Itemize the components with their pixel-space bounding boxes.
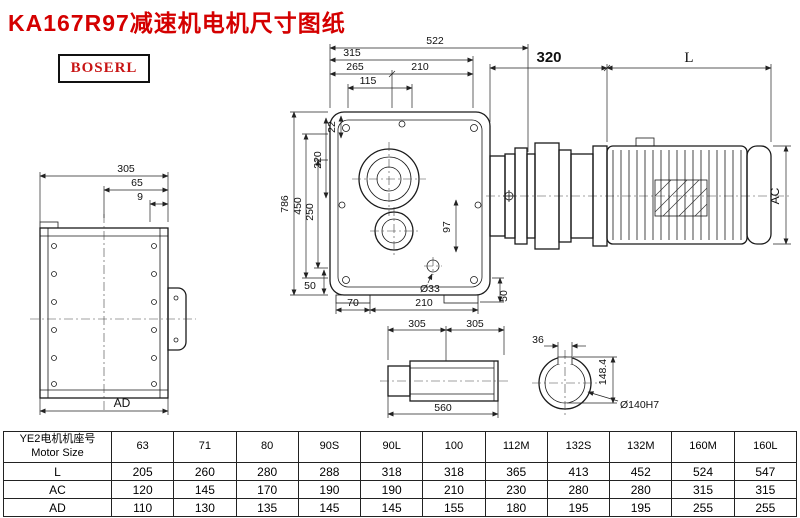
dim-320: 320 <box>536 49 561 66</box>
dim-cell: 255 <box>671 498 735 517</box>
dim-97: 97 <box>441 221 453 233</box>
dim-cell: 365 <box>484 462 548 481</box>
dim-cell: 413 <box>546 462 611 481</box>
row-label-AD: AD <box>3 498 112 517</box>
dim-65: 65 <box>131 177 143 189</box>
gearbox-front-view: 522 315 265 210 115 786 450 250 220 22 9… <box>279 35 529 314</box>
dim-cell: 195 <box>546 498 611 517</box>
dim-305-a: 305 <box>408 318 426 330</box>
size-col-header: 160M <box>671 431 735 463</box>
dim-cell: 318 <box>422 462 486 481</box>
dim-cell: 288 <box>297 462 362 481</box>
dim-305-side: 305 <box>117 163 135 175</box>
dim-22: 22 <box>326 121 338 133</box>
dim-786: 786 <box>279 195 291 213</box>
dim-cell: 170 <box>235 480 299 499</box>
dim-cell: 155 <box>422 498 486 517</box>
dim-cell: 524 <box>671 462 735 481</box>
dim-220: 220 <box>312 151 324 169</box>
dim-210-bottom: 210 <box>415 297 433 309</box>
dim-cell: 195 <box>609 498 673 517</box>
motor-size-header: YE2电机机座号 Motor Size <box>3 431 112 463</box>
size-col-header: 63 <box>110 431 175 463</box>
dim-cell: 135 <box>235 498 299 517</box>
dim-50-left: 50 <box>304 280 316 292</box>
dim-cell: 280 <box>609 480 673 499</box>
row-label-L: L <box>3 462 112 481</box>
dim-522: 522 <box>426 35 444 47</box>
dim-560: 560 <box>434 402 452 414</box>
technical-drawing: 522 315 265 210 115 786 450 250 220 22 9… <box>30 35 792 418</box>
dim-450: 450 <box>292 197 304 215</box>
dim-cell: 190 <box>297 480 362 499</box>
dim-cell: 315 <box>671 480 735 499</box>
table-header-row: YE2电机机座号 Motor Size 63 71 80 90S 90L 100… <box>3 431 798 463</box>
table-row-AC: AC 120 145 170 190 190 210 230 280 280 3… <box>3 480 798 499</box>
dim-cell: 210 <box>422 480 486 499</box>
dim-cell: 230 <box>484 480 548 499</box>
dim-cell: 130 <box>173 498 237 517</box>
dim-cell: 120 <box>110 480 175 499</box>
shaft-sleeve-view: 305 305 560 <box>380 318 508 418</box>
table-row-L: L 205 260 280 288 318 318 365 413 452 52… <box>3 462 798 481</box>
dim-cell: 145 <box>297 498 362 517</box>
dim-cell: 255 <box>733 498 798 517</box>
size-col-header: 71 <box>173 431 237 463</box>
dim-115: 115 <box>360 75 377 87</box>
dim-cell: 145 <box>173 480 237 499</box>
dim-cell: 190 <box>360 480 424 499</box>
dim-cell: 452 <box>609 462 673 481</box>
size-col-header: 160L <box>733 431 798 463</box>
dim-cell: 547 <box>733 462 798 481</box>
dim-9: 9 <box>137 191 143 203</box>
dim-265: 265 <box>346 61 364 73</box>
row-label-AC: AC <box>3 480 112 499</box>
dim-AD: AD <box>114 396 131 410</box>
dim-305-b: 305 <box>466 318 484 330</box>
size-col-header: 132M <box>609 431 673 463</box>
dim-33: Ø33 <box>420 283 440 295</box>
dim-210-top: 210 <box>411 61 429 73</box>
dim-cell: 260 <box>173 462 237 481</box>
dim-cell: 280 <box>235 462 299 481</box>
motor-view: 320 L AC <box>486 49 792 250</box>
dim-140H7: Ø140H7 <box>620 399 659 411</box>
dim-315: 315 <box>343 47 361 59</box>
dim-cell: 315 <box>733 480 798 499</box>
dim-cell: 280 <box>546 480 611 499</box>
dim-cell: 110 <box>110 498 175 517</box>
size-col-header: 100 <box>422 431 486 463</box>
size-col-header: 132S <box>546 431 611 463</box>
size-col-header: 112M <box>484 431 548 463</box>
dim-50-right: 50 <box>498 290 510 302</box>
brand-logo: BOSERL <box>58 54 150 83</box>
motor-size-table: YE2电机机座号 Motor Size 63 71 80 90S 90L 100… <box>3 431 798 517</box>
table-row-AD: AD 110 130 135 145 145 155 180 195 195 2… <box>3 498 798 517</box>
dim-70: 70 <box>347 297 359 309</box>
dim-cell: 205 <box>110 462 175 481</box>
size-col-header: 90L <box>360 431 424 463</box>
dim-cell: 145 <box>360 498 424 517</box>
size-col-header: 90S <box>297 431 362 463</box>
dim-cell: 180 <box>484 498 548 517</box>
gearbox-side-view: 305 65 9 AD <box>30 163 196 415</box>
motor-size-header-cn: YE2电机机座号 <box>19 433 96 446</box>
size-col-header: 80 <box>235 431 299 463</box>
motor-size-header-en: Motor Size <box>31 447 84 459</box>
dim-AC: AC <box>768 187 782 204</box>
dim-36: 36 <box>532 334 544 346</box>
page-title: KA167R97减速机电机尺寸图纸 <box>8 10 346 36</box>
dim-L: L <box>684 50 693 66</box>
dim-cell: 318 <box>360 462 424 481</box>
shaft-end-view: 36 148.4 Ø140H7 <box>532 334 659 416</box>
dim-148: 148.4 <box>597 359 609 385</box>
dim-250: 250 <box>304 203 316 221</box>
